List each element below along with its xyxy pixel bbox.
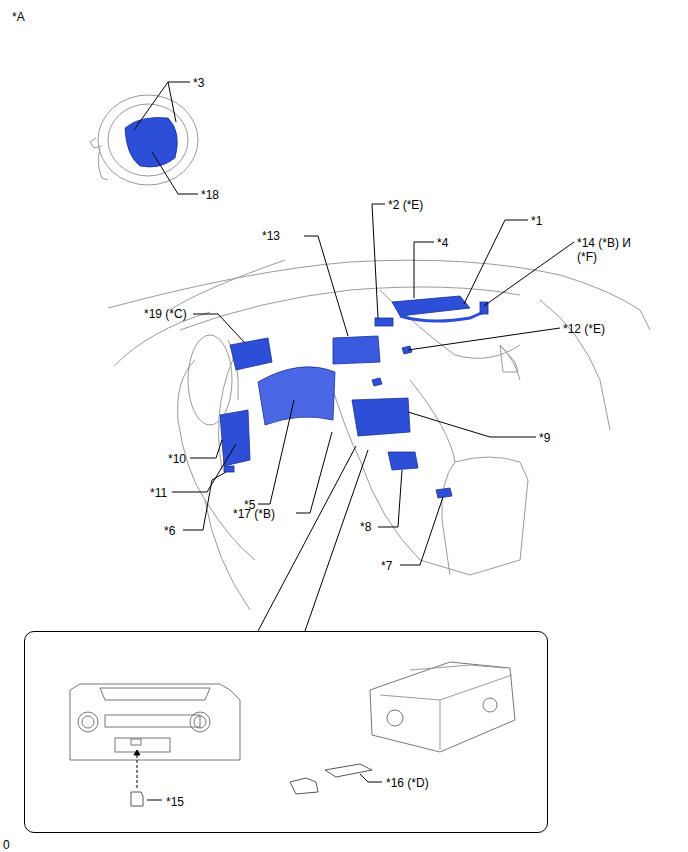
callout-number: *8 [360,520,371,534]
callout-number: *9 [539,431,550,445]
callout-number: *15 [166,795,184,809]
callout-number: *19 (*C) [144,307,187,321]
detail-inset-panel: *15 *16 (*D) [24,631,548,833]
callout-number: *11 [150,486,167,500]
callout-number: *10 [168,452,186,466]
callout-number: *14 (*B) И (*F) [577,236,651,264]
callout-number: 0 [3,838,10,852]
callout-number: *16 (*D) [386,776,429,790]
callout-number: *6 [164,524,175,538]
callout-number: *4 [437,236,448,250]
callout-number: *17 (*B) [233,507,275,521]
callout-number: *A [12,10,25,24]
callout-number: *18 [201,188,219,202]
callout-number: *1 [531,214,542,228]
callout-number: *7 [381,559,392,573]
callout-number: *3 [193,76,204,90]
callout-number: *13 [262,229,280,243]
callout-number: *12 (*E) [563,322,605,336]
callout-number: *2 (*E) [388,198,423,212]
